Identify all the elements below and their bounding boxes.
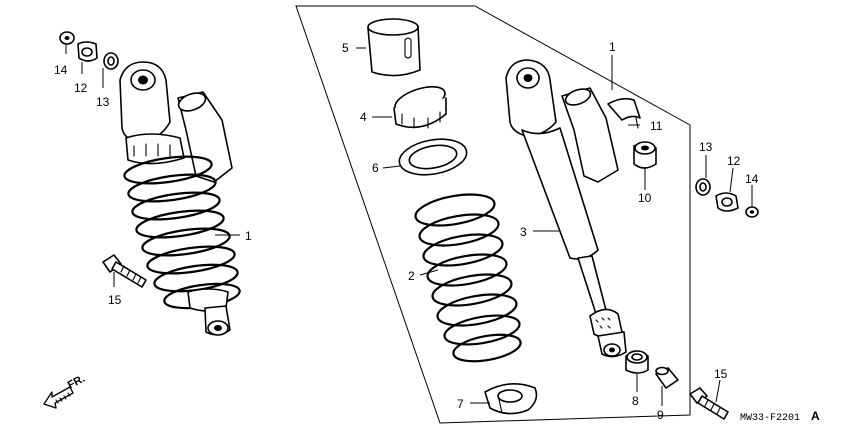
part-11-clip	[607, 97, 641, 129]
part-3-damper-unit	[505, 59, 627, 358]
callout-2: 2	[408, 269, 415, 283]
callout-14-left: 14	[54, 63, 68, 77]
callout-1: 1	[609, 40, 616, 54]
part-9-collar	[655, 366, 679, 389]
callout-10: 10	[638, 191, 652, 205]
part-4-adjuster-ring	[393, 86, 447, 129]
callout-6: 6	[372, 161, 379, 175]
right-washer-13	[695, 178, 711, 196]
callout-12-right: 12	[727, 154, 741, 168]
leader-lines	[65, 45, 753, 406]
figure-code-text: MW33-F2201	[740, 413, 800, 424]
callout-14-right: 14	[745, 172, 759, 186]
part-10-bushing	[633, 141, 657, 169]
right-bolt-15	[689, 387, 729, 420]
callout-9: 9	[657, 408, 664, 422]
left-bolt-15	[102, 254, 147, 288]
part-8-bushing	[625, 350, 649, 374]
figure-code: MW33-F2201 A	[740, 409, 820, 424]
right-nut-14	[745, 206, 759, 218]
figure-code-suffix: A	[811, 409, 820, 423]
part-2-spring	[414, 193, 522, 363]
callout-4: 4	[360, 110, 367, 124]
right-collar-12	[715, 192, 739, 212]
callout-1-left: 1	[245, 229, 252, 243]
part-5-spring-collar	[367, 18, 421, 77]
callout-5: 5	[342, 41, 349, 55]
front-arrow-icon	[43, 386, 74, 409]
part-6-spring-seat	[398, 138, 468, 176]
callout-13-left: 13	[96, 95, 110, 109]
part-7-stopper-plate	[484, 383, 538, 415]
callout-3: 3	[520, 225, 527, 239]
callout-13-right: 13	[699, 140, 713, 154]
callout-7: 7	[457, 397, 464, 411]
front-direction-label: FR.	[66, 373, 87, 392]
callout-15-right: 15	[714, 367, 728, 381]
exploded-view-boundary	[295, 5, 691, 424]
left-nut-14	[59, 31, 75, 45]
callout-11: 11	[650, 119, 663, 133]
left-collar-12	[77, 41, 98, 62]
front-direction-indicator: FR.	[43, 373, 87, 409]
callout-15-left: 15	[108, 293, 122, 307]
left-washer-13	[103, 52, 119, 70]
callout-8: 8	[632, 394, 639, 408]
callout-labels: 14 12 13 1 15 5 4 6 2 3 7 1 11 10 13 12 …	[54, 40, 759, 422]
assembled-shock-absorber	[119, 61, 241, 336]
callout-12-left: 12	[74, 81, 88, 95]
